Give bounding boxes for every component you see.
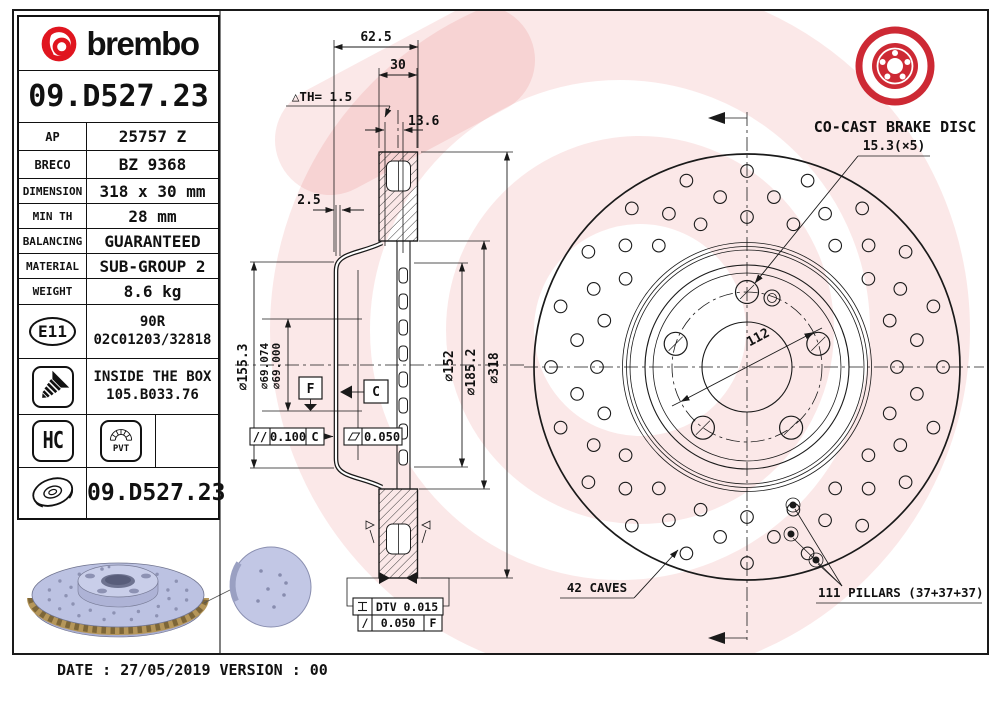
- detail-bubble: [229, 546, 312, 628]
- footer-part-number: 09.D527.23: [87, 480, 226, 506]
- svg-text:PVT: PVT: [113, 444, 130, 454]
- table-row: BALANCING GUARANTEED: [19, 228, 218, 253]
- part-number-row: 09.D527.23: [19, 70, 218, 122]
- row-value: SUB-GROUP 2: [99, 256, 206, 276]
- e11-badge: E11: [29, 317, 76, 346]
- render-3d: [27, 546, 312, 638]
- homologation-line2: 02C01203/32818: [93, 331, 212, 348]
- row-label: AP: [19, 123, 87, 150]
- version-value: 00: [309, 661, 328, 679]
- row-value: 318 x 30 mm: [99, 181, 206, 201]
- row-label: MATERIAL: [19, 254, 87, 278]
- table-row: AP 25757 Z: [19, 122, 218, 150]
- inside-box-line1: INSIDE THE BOX: [93, 369, 212, 385]
- homologation-line1: 90R: [139, 314, 166, 330]
- table-row: MATERIAL SUB-GROUP 2: [19, 253, 218, 278]
- brembo-logo-icon: [42, 26, 77, 61]
- inside-box-line2: 105.B033.76: [106, 386, 199, 403]
- row-label: BALANCING: [19, 229, 87, 253]
- coating-row: HC PVT: [19, 414, 218, 467]
- table-row: DIMENSION 318 x 30 mm: [19, 178, 218, 203]
- row-label: MIN TH: [19, 204, 87, 228]
- pvt-icon: PVT: [100, 420, 142, 462]
- footer-revision: DATE : 27/05/2019 VERSION : 00: [57, 661, 328, 679]
- date-label: DATE :: [57, 661, 112, 679]
- part-number: 09.D527.23: [28, 79, 209, 114]
- brand-wordmark: brembo: [86, 24, 200, 62]
- table-row: WEIGHT 8.6 kg: [19, 278, 218, 304]
- row-label: WEIGHT: [19, 279, 87, 304]
- date-value: 27/05/2019: [120, 661, 211, 679]
- screw-row: INSIDE THE BOX 105.B033.76: [19, 358, 218, 414]
- row-value: 28 mm: [128, 206, 177, 226]
- row-value: 25757 Z: [118, 127, 187, 146]
- disc-sketch-icon: [31, 477, 73, 508]
- row-label: BRECO: [19, 151, 87, 178]
- footer-part-row: 09.D527.23: [19, 467, 225, 518]
- hc-icon: HC: [31, 420, 74, 462]
- homologation-row: E11 90R 02C01203/32818: [19, 304, 218, 358]
- row-label: DIMENSION: [19, 179, 87, 203]
- row-value: 8.6 kg: [123, 282, 182, 301]
- table-row: MIN TH 28 mm: [19, 203, 218, 228]
- row-value: BZ 9368: [118, 155, 187, 174]
- version-label: VERSION :: [219, 661, 301, 679]
- screw-icon: [31, 365, 74, 408]
- row-value: GUARANTEED: [104, 231, 201, 251]
- detail-leader: [203, 588, 233, 604]
- table-row: BRECO BZ 9368: [19, 150, 218, 178]
- brand-header: brembo: [19, 17, 218, 70]
- title-block: brembo 09.D527.23 AP 25757 Z BRECO BZ 93…: [17, 15, 225, 520]
